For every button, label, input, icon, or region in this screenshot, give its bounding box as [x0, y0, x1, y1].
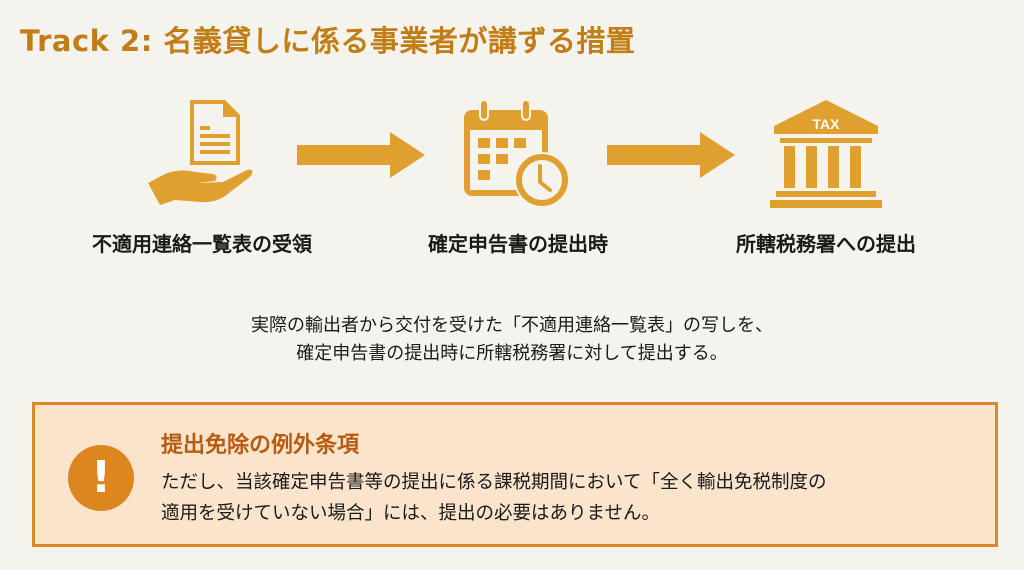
step-label-receipt: 不適用連絡一覧表の受領: [92, 232, 312, 256]
step-label-submission: 所轄税務署への提出: [736, 232, 916, 256]
exception-line-2: 適用を受けていない場合」には、提出の必要はありません。: [161, 503, 660, 524]
description-line-2: 確定申告書の提出時に所轄税務署に対して提出する。: [296, 343, 728, 364]
step-label-filing: 確定申告書の提出時: [428, 232, 608, 256]
tax-office-building-icon: TAX: [770, 100, 882, 208]
exception-line-1: ただし、当該確定申告書等の提出に係る課税期間において「全く輸出免税制度の: [161, 472, 827, 493]
description-line-1: 実際の輸出者から交付を受けた「不適用連絡一覧表」の写しを、: [251, 315, 773, 336]
arrow-right-icon: [297, 132, 425, 178]
exception-callout: ! 提出免除の例外条項 ただし、当該確定申告書等の提出に係る課税期間において「全…: [32, 402, 998, 547]
exception-body: ただし、当該確定申告書等の提出に係る課税期間において「全く輸出免税制度の 適用を…: [161, 467, 981, 529]
hand-document-icon: [148, 100, 253, 205]
arrow-right-icon: [607, 132, 735, 178]
page-title: Track 2: 名義貸しに係る事業者が講ずる措置: [20, 24, 636, 58]
tax-label: TAX: [813, 116, 841, 132]
exclamation-icon: !: [68, 445, 134, 511]
description: 実際の輸出者から交付を受けた「不適用連絡一覧表」の写しを、 確定申告書の提出時に…: [0, 312, 1024, 368]
exception-heading: 提出免除の例外条項: [161, 433, 360, 458]
calendar-clock-icon: [464, 99, 570, 208]
